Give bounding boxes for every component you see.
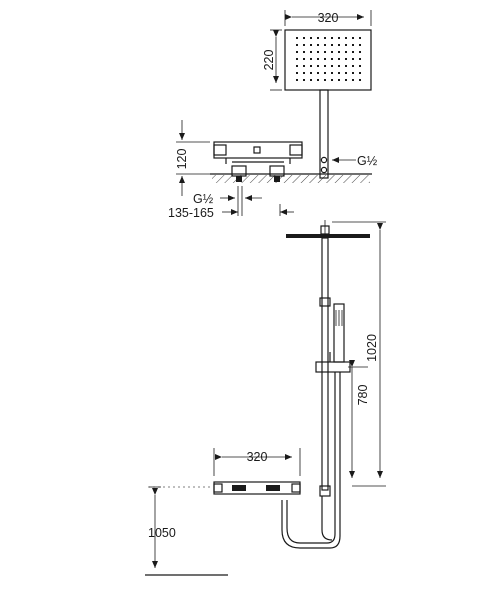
valve-body [213,141,303,159]
valve-width-label: 320 [247,450,268,464]
hand-shower-holder [315,361,351,373]
connection-spacing-label: 135-165 [168,206,214,220]
rail-height-dimension: 1020 [332,221,386,487]
inlet-thread-right-label: G½ [357,154,378,168]
inlet-thread-bottom-label: G½ [193,192,214,206]
head-height-dimension: 220 [262,29,282,91]
head-width-label: 320 [318,11,339,25]
riser-pipe [321,237,329,491]
wall-bracket-upper [319,297,331,307]
rain-head-nozzles [292,37,364,83]
mount-height-label: 1050 [148,526,176,540]
valve-height-dimension: 120 [175,120,210,196]
wall-bracket-lower [319,485,331,497]
shower-hose [281,372,341,549]
rail-height-label: 1020 [365,334,379,362]
head-height-label: 220 [262,50,276,71]
valve-height-label: 120 [175,149,189,170]
pipe-joint [320,156,328,164]
thermostatic-valve-top-view [213,141,303,182]
holder-height-label: 780 [356,385,370,406]
pipe-joint [320,166,328,174]
inlet-thread-bottom-callout: G½ [193,186,262,216]
inlet-thread-right-callout: G½ [332,154,378,168]
connection-spacing-dimension: 135-165 [168,204,294,220]
shower-arm-pipe [319,89,329,179]
thermostatic-valve-side [213,481,301,495]
shower-column-side-view [213,220,370,549]
valve-width-dimension: 320 [213,448,301,476]
mount-height-dimension: 1050 [145,486,228,576]
wall-line [210,173,372,183]
head-width-dimension: 320 [284,10,372,26]
rain-head-side [286,234,370,238]
holder-height-dimension: 780 [348,360,370,478]
